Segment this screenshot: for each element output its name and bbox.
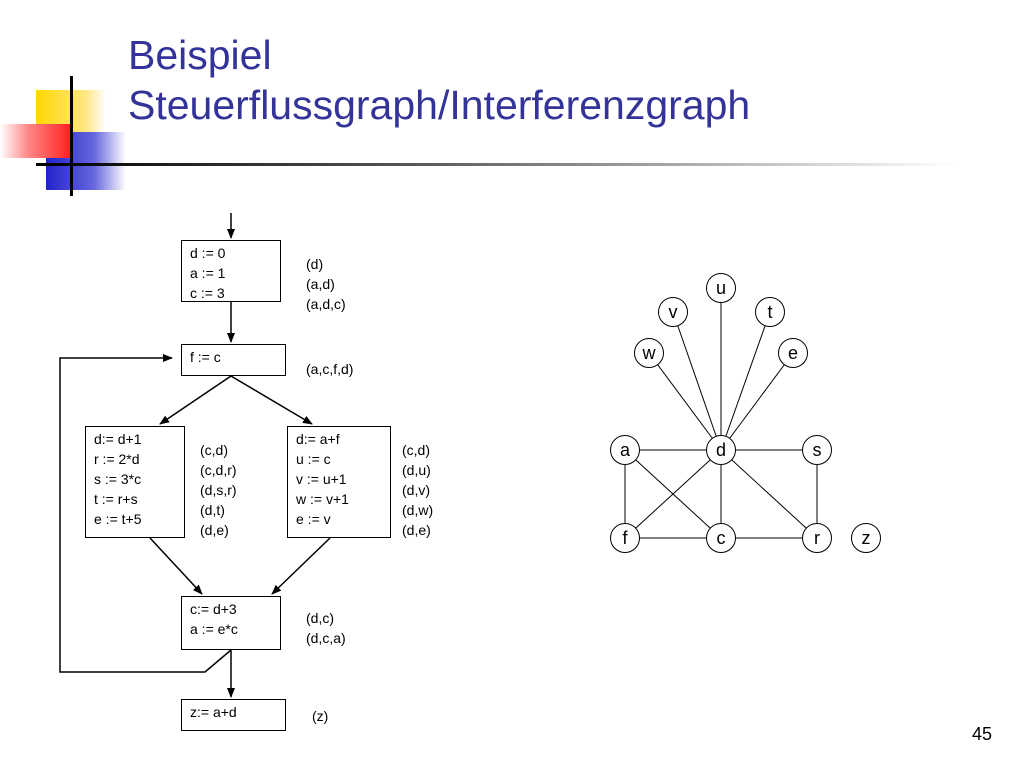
ig-node-u: u (706, 273, 736, 303)
code-line: s := 3*c (94, 471, 142, 487)
liveness-annotation: (z) (312, 706, 328, 726)
ig-edge-d-f (624, 449, 722, 539)
cfg-block-init: d := 0 a := 1 c := 3 (181, 240, 281, 302)
cfg-edge-loop-back (59, 354, 232, 673)
cfg-edge-b3-b5 (149, 537, 203, 595)
page-number: 45 (971, 724, 992, 744)
live-set: (d,u) (402, 462, 431, 478)
ig-node-t: t (755, 297, 785, 327)
ig-node-e: e (778, 338, 808, 368)
live-set: (d,c,a) (306, 630, 346, 646)
liveness-annotation: (c,d) (c,d,r) (d,s,r) (d,t) (d,e) (200, 440, 237, 540)
slide-title: Beispiel Steuerflussgraph/Interferenzgra… (128, 30, 750, 130)
code-line: r := 2*d (94, 451, 140, 467)
code-line: w := v+1 (296, 491, 349, 507)
liveness-annotation: (d) (a,d) (a,d,c) (306, 254, 346, 314)
cfg-edge-b4-b5 (271, 537, 331, 595)
live-set: (a,d,c) (306, 296, 346, 312)
liveness-annotation: (a,c,f,d) (306, 359, 353, 379)
code-line: v := u+1 (296, 471, 347, 487)
liveness-annotation: (d,c) (d,c,a) (306, 608, 346, 648)
live-set: (d,s,r) (200, 482, 237, 498)
code-line: c:= d+3 (190, 601, 237, 617)
ig-edge-d-t (720, 311, 771, 451)
title-line-2: Steuerflussgraph/Interferenzgraph (128, 82, 751, 128)
cfg-block-join: c:= d+3 a := e*c (181, 596, 281, 650)
ig-node-d: d (706, 435, 736, 465)
code-line: a := e*c (190, 621, 238, 637)
liveness-annotation: (c,d) (d,u) (d,v) (d,w) (d,e) (402, 440, 433, 540)
ig-node-s: s (802, 435, 832, 465)
cfg-edges (59, 213, 331, 698)
interference-edges (624, 288, 818, 539)
live-set: (c,d,r) (200, 462, 237, 478)
live-set: (d,e) (200, 522, 229, 538)
live-set: (d,e) (402, 522, 431, 538)
live-set: (a,c,f,d) (306, 361, 354, 377)
ig-edge-d-e (720, 352, 794, 451)
live-set: (z) (312, 708, 329, 724)
ig-edge-d-v (672, 311, 722, 451)
ig-node-v: v (658, 297, 688, 327)
code-line: d:= d+1 (94, 431, 142, 447)
code-line: u := c (296, 451, 331, 467)
live-set: (c,d) (200, 442, 228, 458)
live-set: (d,v) (402, 482, 430, 498)
cfg-block-left: d:= d+1 r := 2*d s := 3*c t := r+s e := t+5 (85, 426, 185, 538)
code-line: e := t+5 (94, 511, 142, 527)
cfg-block-right: d:= a+f u := c v := u+1 w := v+1 e := v (287, 426, 391, 538)
ig-node-r: r (802, 523, 832, 553)
decor-vertical-line (70, 76, 73, 196)
ig-edge-d-r (720, 449, 818, 539)
ig-edge-d-w (648, 352, 722, 451)
cfg-block-f: f := c (181, 344, 286, 376)
code-line: f := c (190, 349, 221, 365)
live-set: (d,w) (402, 502, 434, 518)
live-set: (d,c) (306, 610, 334, 626)
ig-node-f: f (610, 523, 640, 553)
ig-node-a: a (610, 435, 640, 465)
title-rule (36, 163, 956, 166)
cfg-edge-b2-b3 (159, 375, 232, 425)
code-line: z:= a+d (190, 704, 237, 720)
live-set: (c,d) (402, 442, 430, 458)
cfg-edge-b2-b4 (230, 375, 313, 425)
code-line: c := 3 (190, 285, 225, 301)
code-line: e := v (296, 511, 331, 527)
decor-red-bar (0, 124, 70, 158)
cfg-block-exit: z:= a+d (181, 699, 286, 731)
live-set: (d) (306, 256, 324, 272)
title-line-1: Beispiel (128, 32, 272, 78)
live-set: (d,t) (200, 502, 225, 518)
ig-node-z: z (851, 523, 881, 553)
code-line: a := 1 (190, 265, 226, 281)
ig-node-w: w (634, 338, 664, 368)
ig-node-c: c (706, 523, 736, 553)
code-line: d:= a+f (296, 431, 340, 447)
code-line: d := 0 (190, 245, 226, 261)
live-set: (a,d) (306, 276, 335, 292)
code-line: t := r+s (94, 491, 138, 507)
